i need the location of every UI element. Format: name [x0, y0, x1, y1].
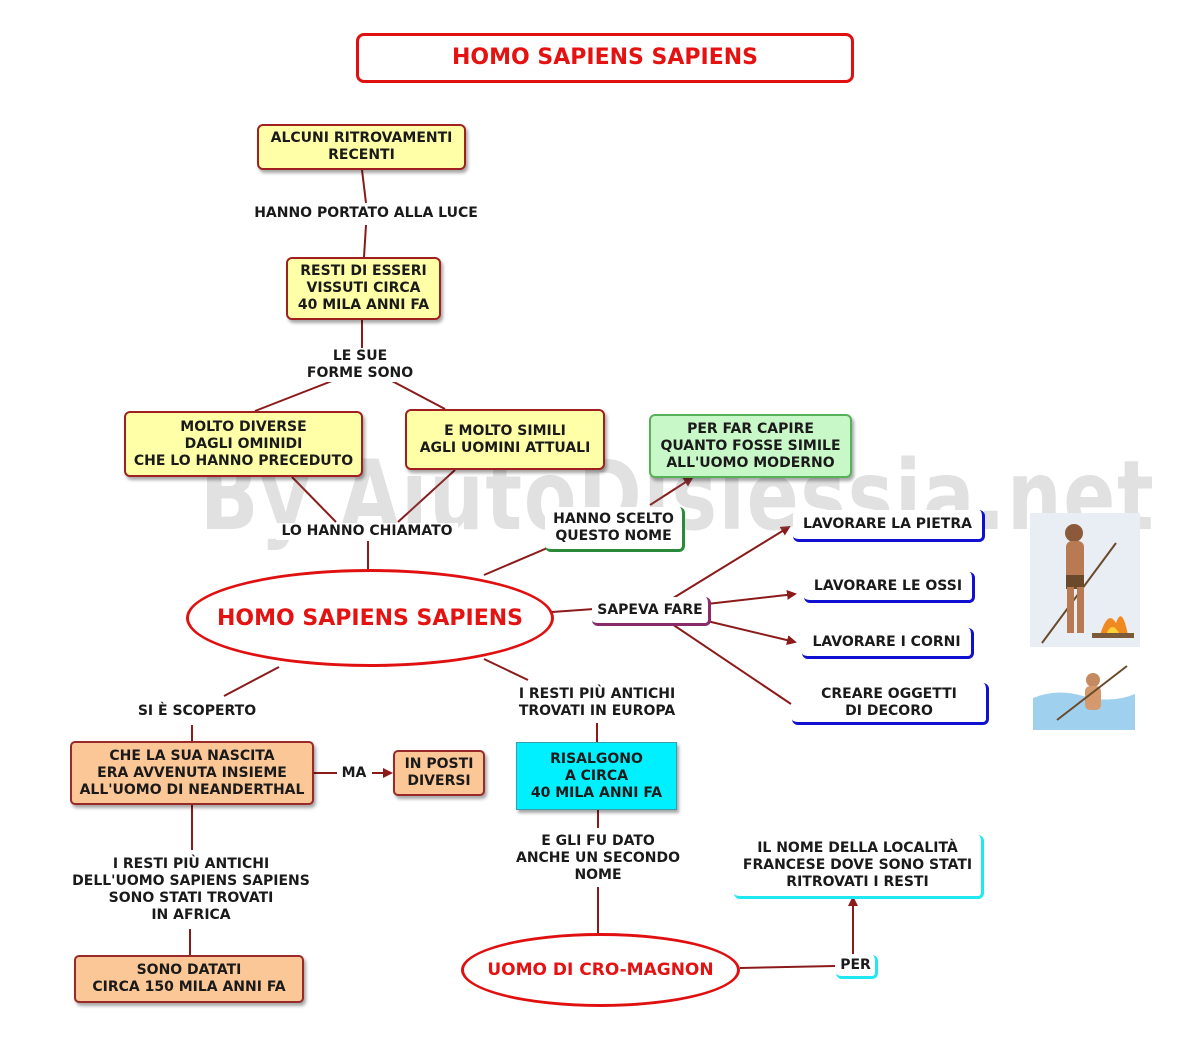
wire-sapeva-ossi: [706, 589, 797, 605]
localita-line-2: FRANCESE DOVE SONO STATI: [742, 857, 973, 873]
simili-line-2: AGLI UOMINI ATTUALI: [419, 439, 591, 456]
localita-box: IL NOME DELLA LOCALITÀ FRANCESE DOVE SON…: [734, 835, 984, 899]
decoro-line-1: CREARE OGGETTI: [821, 685, 957, 702]
forme-label: LE SUE FORME SONO: [300, 348, 420, 382]
ritrovamenti-line-1: ALCUNI RITROVAMENTI: [270, 130, 453, 146]
diverse-line-2: DAGLI OMINIDI: [184, 435, 303, 452]
europa-line-2: TROVATI IN EUROPA: [518, 703, 676, 719]
africa-line-2: DELL'UOMO SAPIENS SAPIENS: [72, 873, 310, 889]
datati-line-2: CIRCA 150 MILA ANNI FA: [92, 979, 286, 995]
localita-line-3: RITROVATI I RESTI: [786, 874, 929, 890]
capire-line-3: ALL'UOMO MODERNO: [666, 454, 835, 471]
wire-center-scelto: [483, 545, 553, 576]
resti-line-1: RESTI DI ESSERI: [300, 263, 427, 279]
scelto-line-1: HANNO SCELTO: [553, 511, 674, 527]
posti-line-2: DIVERSI: [407, 773, 471, 789]
wire-center-europa: [483, 658, 529, 681]
ma-label: MA: [337, 765, 371, 782]
forme-line-2: FORME SONO: [306, 365, 414, 381]
wire-portato-resti: [363, 224, 367, 258]
skill-ossi: LAVORARE LE OSSI: [804, 572, 975, 603]
wire-diverse-chiamato: [291, 476, 337, 523]
per-tag: PER: [836, 955, 878, 979]
localita-line-1: IL NOME DELLA LOCALITÀ: [757, 840, 958, 856]
sapeva-tag: SAPEVA FARE: [592, 597, 711, 626]
capire-box: PER FAR CAPIRE QUANTO FOSSE SIMILE ALL'U…: [649, 414, 852, 478]
secondo-label: E GLI FU DATO ANCHE UN SECONDO NOME: [510, 833, 686, 884]
wire-center-sapeva: [551, 608, 595, 613]
cromagnon-label: UOMO DI CRO-MAGNON: [487, 960, 714, 980]
skill-corni: LAVORARE I CORNI: [802, 628, 974, 659]
forme-line-1: LE SUE: [332, 348, 388, 364]
resti-line-3: 40 MILA ANNI FA: [297, 297, 430, 313]
wire-cromagnon-per: [739, 965, 836, 969]
resti-line-2: VISSUTI CIRCA: [306, 280, 421, 296]
africa-line-1: I RESTI PIÙ ANTICHI: [112, 856, 270, 872]
caveman-fishing-illustration: [1027, 658, 1140, 733]
wire-scelto-capire: [649, 476, 694, 506]
datati-box: SONO DATATI CIRCA 150 MILA ANNI FA: [74, 955, 304, 1003]
posti-box: IN POSTI DIVERSI: [393, 750, 485, 796]
portato-label: HANNO PORTATO ALLA LUCE: [250, 205, 482, 222]
datati-line-1: SONO DATATI: [136, 962, 242, 978]
ritrovamenti-box: ALCUNI RITROVAMENTI RECENTI: [257, 124, 466, 170]
africa-line-4: IN AFRICA: [151, 907, 231, 923]
wire-ritrovamenti-portato: [361, 169, 367, 204]
risalgono-box: RISALGONO A CIRCA 40 MILA ANNI FA: [516, 742, 677, 810]
nascita-box: CHE LA SUA NASCITA ERA AVVENUTA INSIEME …: [70, 741, 314, 805]
wire-forme-simili: [391, 380, 446, 410]
decoro-line-2: DI DECORO: [845, 702, 933, 719]
wire-forme-diverse: [254, 380, 333, 412]
cromagnon-ellipse: UOMO DI CRO-MAGNON: [461, 933, 740, 1007]
wire-center-scoperto: [223, 666, 280, 697]
center-label: HOMO SAPIENS SAPIENS: [217, 605, 523, 631]
africa-label: I RESTI PIÙ ANTICHI DELL'UOMO SAPIENS SA…: [58, 856, 324, 924]
africa-line-3: SONO STATI TROVATI: [108, 890, 274, 906]
europa-label: I RESTI PIÙ ANTICHI TROVATI IN EUROPA: [494, 686, 700, 720]
diverse-box: MOLTO DIVERSE DAGLI OMINIDI CHE LO HANNO…: [124, 411, 363, 477]
wire-simili-chiamato: [397, 469, 456, 523]
risalgono-line-2: A CIRCA: [564, 767, 629, 784]
caveman-fire-illustration: [1030, 513, 1140, 647]
capire-line-2: QUANTO FOSSE SIMILE: [660, 437, 841, 454]
wire-sapeva-pietra: [669, 525, 791, 601]
diverse-line-3: CHE LO HANNO PRECEDUTO: [133, 452, 354, 469]
page-title: HOMO SAPIENS SAPIENS: [356, 33, 854, 83]
nascita-line-1: CHE LA SUA NASCITA: [109, 747, 275, 764]
scelto-line-2: QUESTO NOME: [555, 528, 672, 544]
resti-box: RESTI DI ESSERI VISSUTI CIRCA 40 MILA AN…: [286, 257, 441, 320]
simili-box: E MOLTO SIMILI AGLI UOMINI ATTUALI: [405, 409, 605, 470]
scelto-tag: HANNO SCELTO QUESTO NOME: [545, 507, 685, 552]
europa-line-1: I RESTI PIÙ ANTICHI: [518, 686, 676, 702]
skill-decoro: CREARE OGGETTI DI DECORO: [792, 683, 989, 725]
nascita-line-3: ALL'UOMO DI NEANDERTHAL: [79, 781, 305, 798]
chiamato-label: LO HANNO CHIAMATO: [276, 523, 458, 540]
risalgono-line-3: 40 MILA ANNI FA: [530, 784, 663, 801]
secondo-line-1: E GLI FU DATO: [541, 833, 655, 849]
wire-sapeva-decoro: [671, 623, 792, 705]
risalgono-line-1: RISALGONO: [550, 750, 643, 767]
ritrovamenti-line-2: RECENTI: [328, 147, 395, 163]
secondo-line-2: ANCHE UN SECONDO: [515, 850, 680, 866]
wire-sapeva-corni: [706, 620, 797, 646]
secondo-line-3: NOME: [574, 867, 622, 883]
diverse-line-1: MOLTO DIVERSE: [180, 418, 307, 435]
simili-line-1: E MOLTO SIMILI: [444, 422, 566, 439]
capire-line-1: PER FAR CAPIRE: [687, 420, 814, 437]
center-ellipse: HOMO SAPIENS SAPIENS: [186, 569, 554, 667]
nascita-line-2: ERA AVVENUTA INSIEME: [97, 764, 287, 781]
posti-line-1: IN POSTI: [404, 756, 474, 772]
skill-pietra: LAVORARE LA PIETRA: [793, 510, 985, 542]
scoperto-label: SI È SCOPERTO: [130, 703, 264, 720]
